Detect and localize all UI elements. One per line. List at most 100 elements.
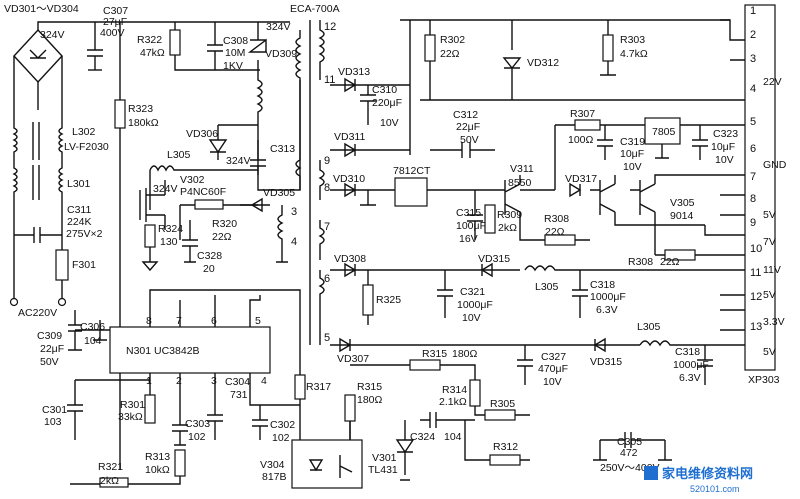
- label-r325: R325: [376, 294, 401, 306]
- label-c301-value: 103: [44, 416, 62, 428]
- vd312-diode: [502, 20, 522, 100]
- r308a-resistor: [544, 234, 576, 246]
- snubber-r322-c308: [169, 22, 267, 71]
- transformer-secondary: [309, 20, 325, 345]
- label-c321: C321: [460, 286, 485, 298]
- label-324v-c: 324V: [226, 155, 251, 167]
- label-v311: V311: [510, 163, 534, 175]
- r324-ground: [141, 247, 159, 272]
- label-c309: C309: [37, 330, 62, 342]
- label-l301: L301: [67, 178, 91, 190]
- label-c319: C319: [620, 136, 645, 148]
- label-r303: R303: [620, 34, 645, 46]
- label-v302-value: P4NC60F: [180, 186, 226, 198]
- label-c312-voltage: 50V: [460, 134, 479, 146]
- ic-pin-2: 2: [176, 375, 182, 387]
- label-vd308: VD308: [334, 253, 366, 265]
- label-xp303: XP303: [748, 374, 780, 386]
- label-c318-a-voltage: 6.3V: [596, 304, 618, 316]
- c318a-cap: [572, 270, 588, 318]
- label-r314: R314: [442, 384, 467, 396]
- fuse-f301: [9, 249, 69, 307]
- r321-resistor: [99, 477, 129, 488]
- tl431-v301: [395, 420, 415, 481]
- aux-winding: [240, 197, 288, 263]
- label-r301-value: 33kΩ: [118, 411, 143, 423]
- label-pin12: 12: [324, 21, 336, 33]
- v305-transistor: [614, 175, 705, 226]
- label-pin5: 5: [324, 332, 330, 344]
- label-vd315-b: VD315: [590, 356, 622, 368]
- label-v311-value: 8550: [508, 177, 532, 189]
- vd313-diode: [330, 77, 410, 93]
- label-r324: R324: [158, 223, 183, 235]
- c319-cap: [597, 125, 613, 160]
- label-vd306: VD306: [186, 128, 218, 140]
- label-r320: R320: [212, 218, 237, 230]
- line-filter-l302: [12, 120, 64, 160]
- label-c303-value: 102: [188, 431, 206, 443]
- bridge-rectifier: [13, 21, 110, 120]
- label-c324-value: 104: [444, 431, 462, 443]
- label-c318-a-value: 1000μF: [590, 291, 626, 303]
- label-c305: C305: [617, 436, 642, 448]
- label-vd312: VD312: [527, 57, 559, 69]
- connector-pin-3: 3: [750, 53, 756, 65]
- label-c304: C304: [225, 376, 250, 388]
- line-filter-l301: [12, 160, 64, 205]
- connector-signal-0: 22V: [763, 76, 782, 88]
- label-c313: C313: [270, 143, 295, 155]
- label-v305-value: 9014: [670, 210, 694, 222]
- c310-cap: [360, 85, 376, 125]
- label-r323-value: 180kΩ: [128, 117, 159, 129]
- connector-pin-9: 9: [750, 217, 756, 229]
- r315b-resistor: [344, 394, 356, 422]
- label-r324-value: 130: [160, 236, 178, 248]
- label-c301: C301: [42, 404, 67, 416]
- label-v301: V301: [372, 452, 397, 464]
- label-c311-voltage: 275V×2: [66, 228, 103, 240]
- label-r309-value: 2kΩ: [498, 222, 517, 234]
- label-7805: 7805: [652, 126, 676, 138]
- label-r307-value: 100Ω: [568, 134, 594, 146]
- label-r321-value: 2kΩ: [100, 475, 119, 487]
- connector-pin-11: 11: [750, 267, 761, 279]
- label-vd310: VD310: [333, 173, 365, 185]
- label-l302: L302: [72, 126, 96, 138]
- label-pin11: 11: [324, 74, 335, 86]
- ic-pin-3: 3: [211, 375, 217, 387]
- label-c318-a: C318: [590, 279, 615, 291]
- label-l302-value: LV-F2030: [64, 141, 109, 153]
- label-c324: C324: [410, 431, 435, 443]
- connector-pin-4: 4: [750, 83, 756, 95]
- label-c309-voltage: 50V: [40, 356, 59, 368]
- label-324v-d: 324V: [153, 183, 178, 195]
- vd315b-diode: [593, 337, 606, 353]
- vd317-diode: [520, 182, 582, 198]
- label-c312: C312: [453, 109, 478, 121]
- label-v301-value: TL431: [368, 464, 398, 476]
- c318b-cap: [697, 345, 713, 385]
- label-c327-voltage: 10V: [543, 376, 562, 388]
- c328-cap: [182, 220, 198, 263]
- label-r301: R301: [120, 399, 145, 411]
- label-c308-value: 10M: [225, 47, 245, 59]
- r301-resistor: [144, 394, 156, 424]
- c302-cap: [252, 405, 268, 440]
- connector-pin-2: 2: [750, 29, 756, 41]
- label-c304-value: 731: [230, 389, 248, 401]
- reg-7812ct: [394, 177, 428, 207]
- labels: VD301～VD304 324V C307 27μF 400V R322 47k…: [4, 3, 780, 487]
- r314-resistor: [469, 379, 481, 407]
- c309-cap: [68, 310, 82, 351]
- ic-pin-1: 1: [146, 375, 152, 387]
- label-c302: C302: [270, 419, 295, 431]
- connector-pin-1: 1: [750, 5, 756, 17]
- label-c321-value: 1000μF: [457, 299, 493, 311]
- ic-pin-4: 4: [261, 375, 267, 387]
- label-pin8: 8: [324, 182, 330, 194]
- label-r315-a: R315: [422, 348, 447, 360]
